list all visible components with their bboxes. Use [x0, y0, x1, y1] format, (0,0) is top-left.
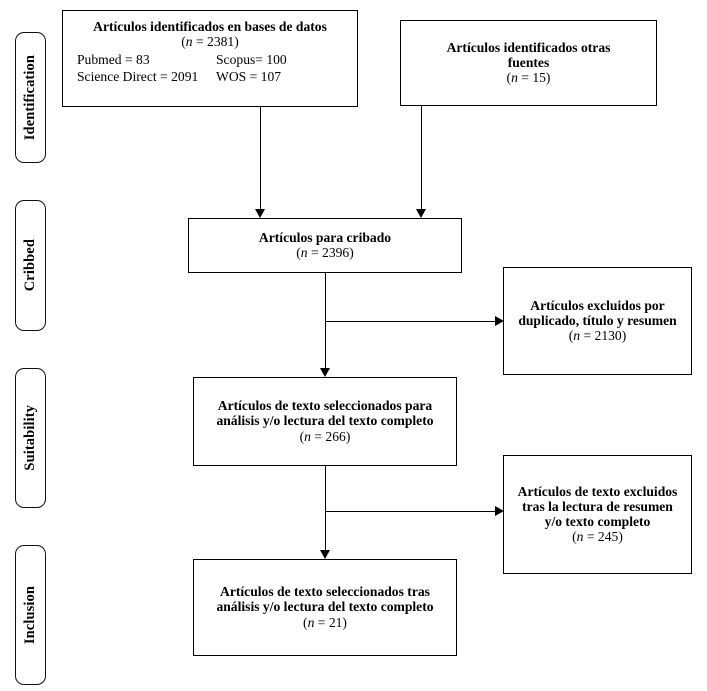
arrowhead-databases-to-screening [255, 209, 265, 218]
box-excluded-duplicates: Artículos excluidos por duplicado, títul… [503, 267, 692, 375]
stage-label-identification: Identification [15, 32, 46, 163]
box-other-sources-count: (n = 15) [506, 70, 551, 86]
arrowhead-screening-to-excluded [495, 316, 504, 326]
connector-full-text-to-excluded [325, 511, 497, 512]
box-databases-count: (n = 2381) [181, 34, 239, 50]
box-excluded-full-text: Artículos de texto excluidos tras la lec… [503, 455, 692, 574]
box-screening-count: (n = 2396) [296, 245, 354, 261]
stage-label-suitability: Suitability [15, 368, 46, 508]
connector-screening-to-excluded [325, 321, 497, 322]
box-databases-title: Artículos identificados en bases de dato… [93, 19, 327, 34]
arrowhead-full-text-to-included [320, 550, 330, 559]
source-wos: WOS = 107 [216, 68, 282, 84]
arrowhead-full-text-to-excluded [495, 506, 504, 516]
box-databases: Artículos identificados en bases de dato… [62, 10, 358, 107]
stage-label-inclusion: Inclusion [15, 545, 46, 685]
box-full-text-selected-count: (n = 266) [299, 428, 351, 444]
stage-label-inclusion-text: Inclusion [22, 585, 39, 645]
box-excluded-duplicates-title: Artículos excluidos por duplicado, títul… [518, 297, 677, 328]
box-excluded-full-text-count: (n = 245) [572, 529, 623, 545]
arrowhead-screening-to-full-text [320, 368, 330, 377]
source-scopus: Scopus= 100 [216, 52, 287, 68]
box-full-text-selected-title: Artículos de texto seleccionados para an… [216, 398, 434, 429]
source-pubmed: Pubmed = 83 [77, 52, 150, 68]
stage-label-suitability-text: Suitability [22, 405, 39, 471]
connector-screening-down [325, 273, 326, 373]
connector-other-sources-down [421, 106, 422, 159]
source-science-direct: Science Direct = 2091 [77, 68, 199, 84]
connector-databases-to-screening [260, 107, 261, 212]
box-included-title: Artículos de texto seleccionados tras an… [216, 584, 434, 615]
stage-label-cribbed: Cribbed [15, 200, 46, 331]
box-full-text-selected: Artículos de texto seleccionados para an… [193, 377, 457, 466]
stage-label-cribbed-text: Cribbed [22, 239, 39, 292]
box-excluded-full-text-title: Artículos de texto excluidos tras la lec… [517, 483, 678, 530]
box-included-count: (n = 21) [303, 614, 347, 630]
box-other-sources-title: Artículos identificados otras fuentes [446, 39, 611, 70]
box-included: Artículos de texto seleccionados tras an… [193, 559, 457, 656]
arrowhead-other-sources-to-screening [416, 209, 426, 218]
stage-label-identification-text: Identification [22, 54, 39, 141]
connector-other-sources-to-screening [421, 158, 422, 212]
box-screening: Artículos para cribado (n = 2396) [188, 218, 462, 273]
box-excluded-duplicates-count: (n = 2130) [568, 328, 627, 344]
box-databases-sources: Pubmed = 83 Scopus= 100 Science Direct =… [69, 52, 351, 85]
box-screening-title: Artículos para cribado [258, 229, 392, 245]
box-other-sources: Artículos identificados otras fuentes (n… [400, 20, 657, 106]
